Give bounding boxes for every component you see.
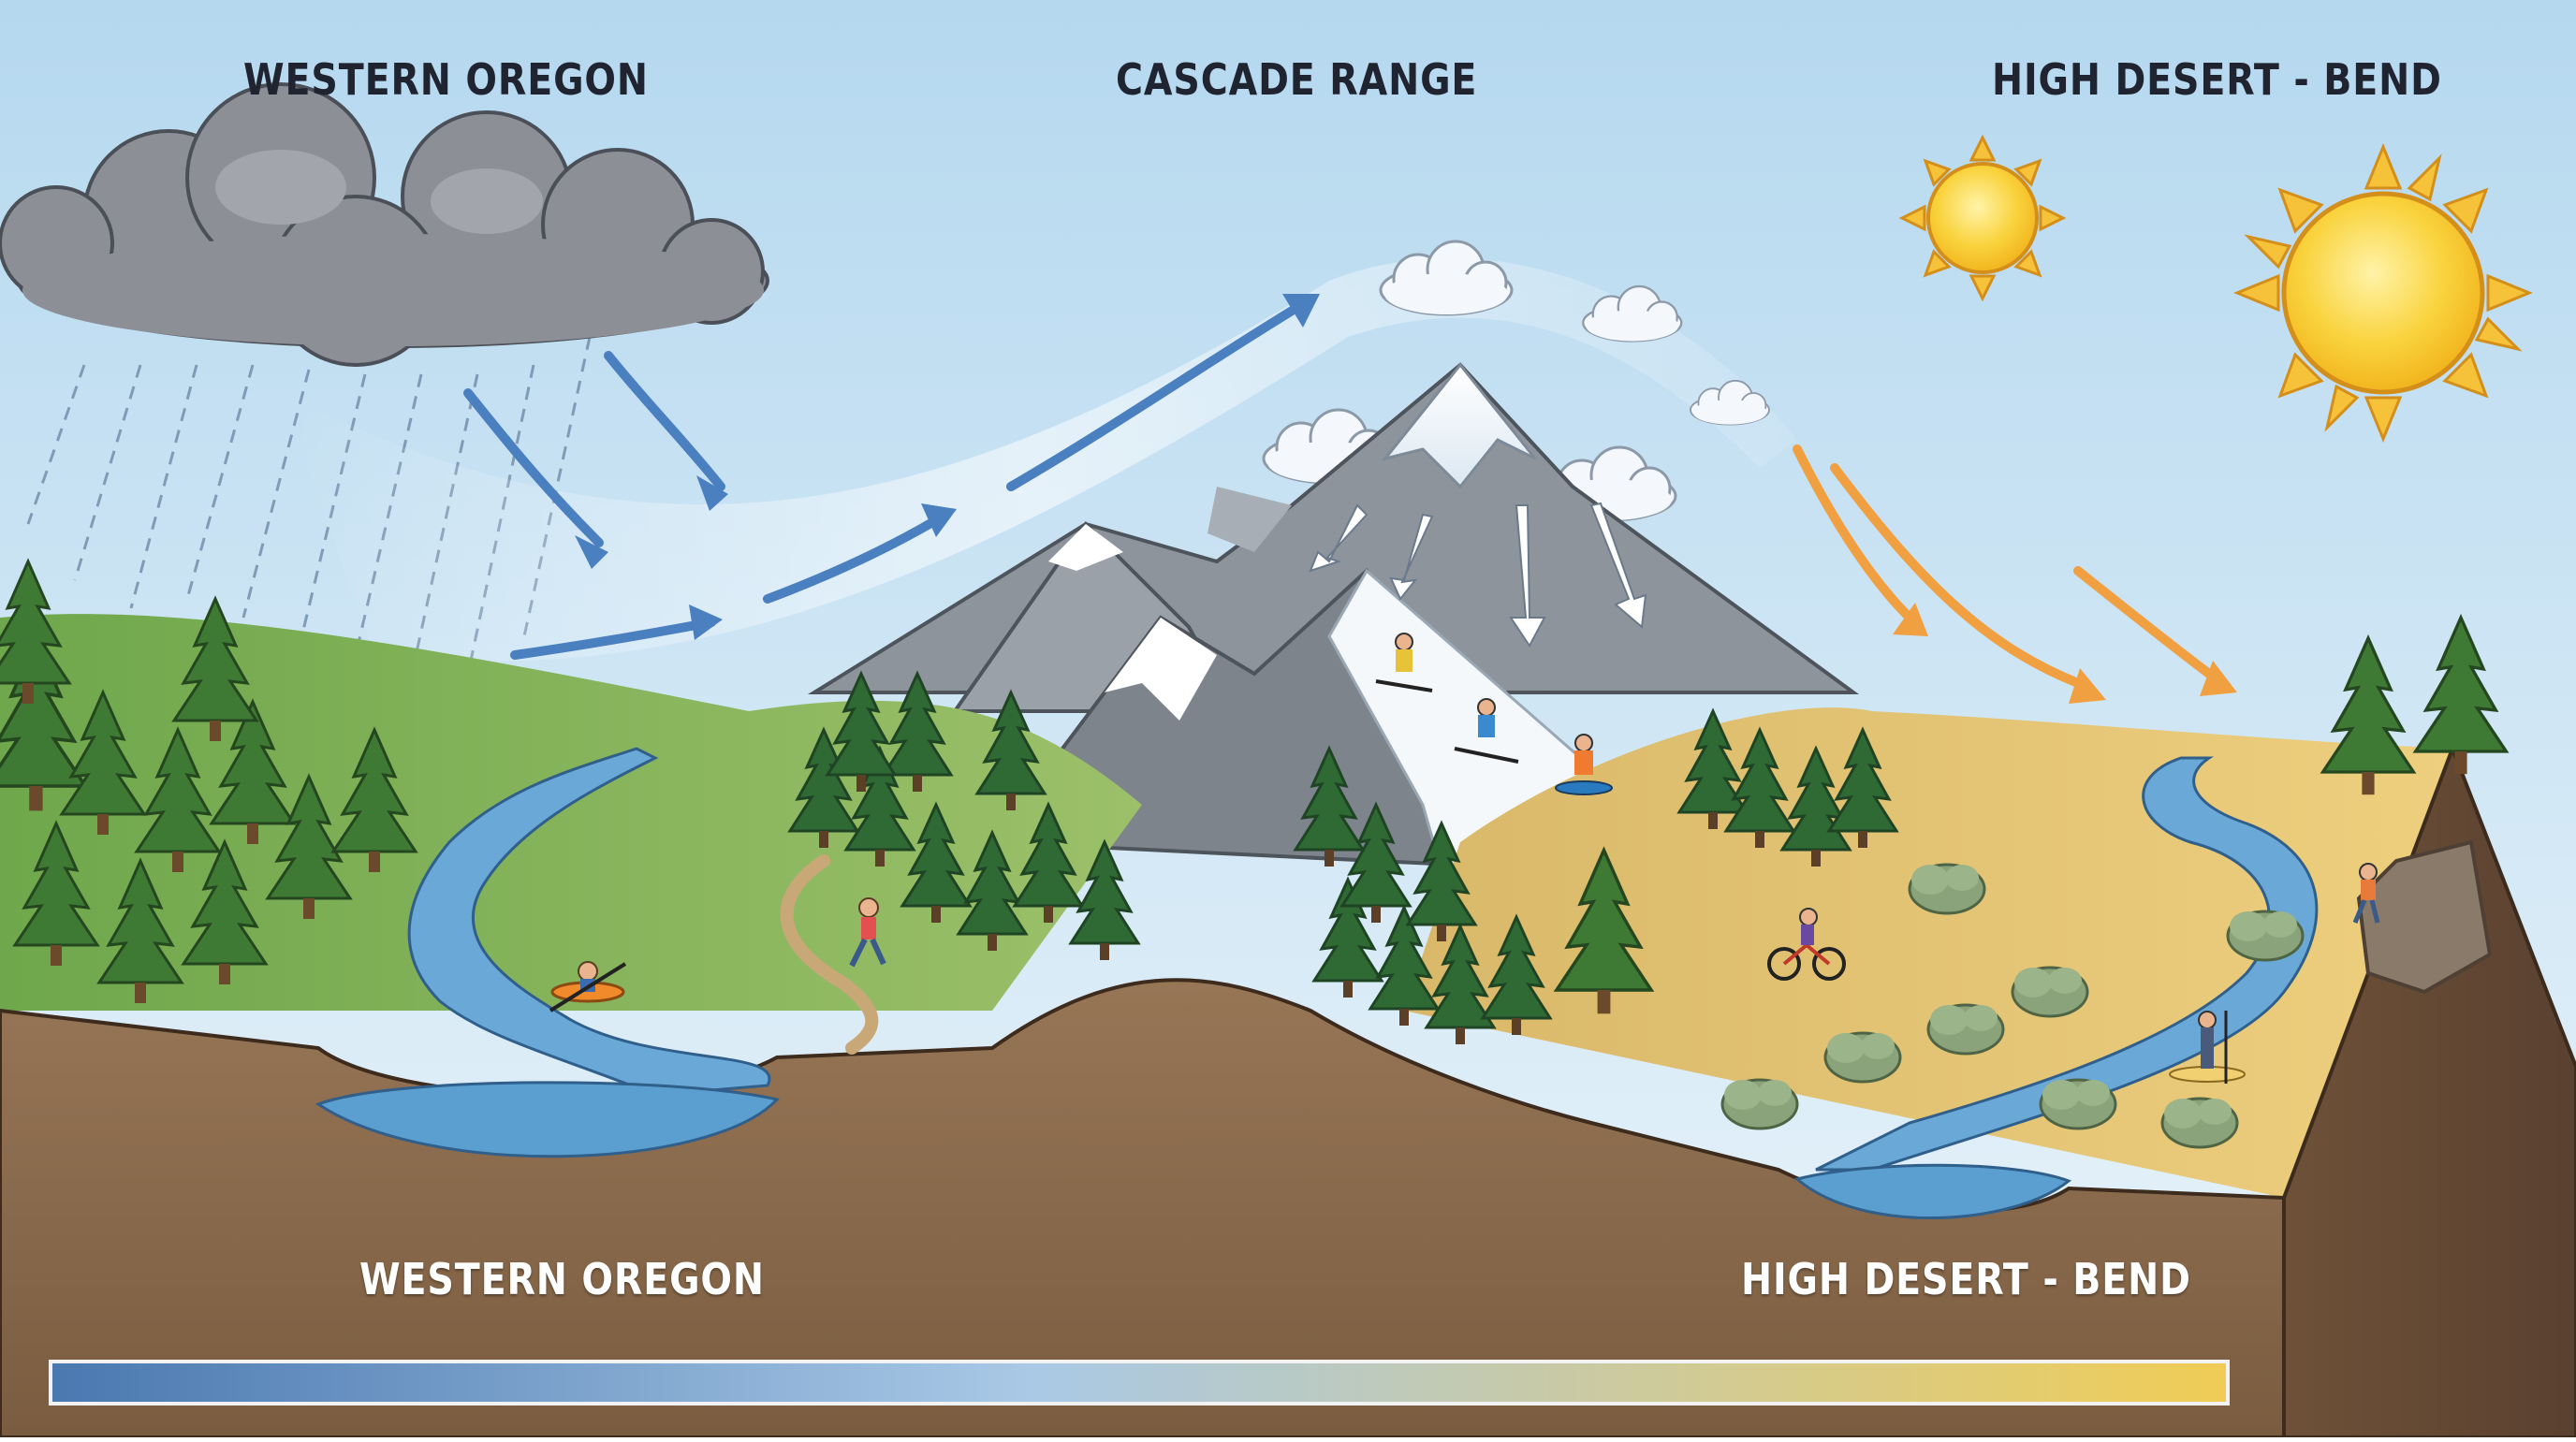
kayaker-icon — [549, 961, 627, 1012]
soil-side-face — [2282, 743, 2576, 1439]
dry-wind-arrow-heads — [1893, 603, 2237, 704]
mountain-biker-icon — [1767, 908, 1846, 981]
rock-outcrop — [2356, 839, 2493, 995]
downslope-arrows — [1309, 502, 1647, 648]
sagebrush-icon — [2226, 910, 2305, 962]
region-label-high-desert: HIGH DESERT - BEND — [1992, 54, 2442, 105]
rock-climber-icon — [2352, 863, 2380, 924]
snowboarder-icon — [1555, 734, 1613, 795]
region-label-cascade-range: CASCADE RANGE — [1116, 54, 1478, 105]
dry-wind-arrows — [1793, 444, 2214, 688]
sagebrush-icon — [1926, 1003, 2005, 1056]
sagebrush-icon — [1720, 1078, 1799, 1130]
climate-gradient-bar — [49, 1360, 2230, 1406]
sun-icon — [1898, 134, 2067, 302]
gradient-label-high-desert: HIGH DESERT - BEND — [1741, 1254, 2191, 1304]
sagebrush-icon — [2160, 1097, 2239, 1149]
region-label-western-oregon: WESTERN OREGON — [243, 54, 649, 105]
sagebrush-icon — [2011, 966, 2089, 1018]
trail — [780, 854, 879, 1055]
lake — [1793, 1163, 2072, 1220]
rain-cloud-icon — [0, 82, 769, 367]
moist-air-flow — [281, 257, 1797, 662]
wind-arrow-icon — [463, 295, 1315, 660]
skier-icon — [1454, 698, 1519, 764]
sagebrush-icon — [1823, 1031, 1902, 1084]
wind-arrow-heads — [575, 294, 1320, 640]
paddleboarder-icon — [2169, 1011, 2246, 1084]
gradient-label-western-oregon: WESTERN OREGON — [359, 1254, 765, 1304]
sagebrush-icon — [1908, 863, 1986, 915]
skier-icon — [1375, 633, 1433, 692]
sun-icon — [2233, 143, 2533, 443]
lake — [315, 1081, 780, 1158]
runner-icon — [849, 897, 886, 968]
sagebrush-icon — [2039, 1078, 2117, 1130]
river-icon — [407, 747, 771, 1097]
